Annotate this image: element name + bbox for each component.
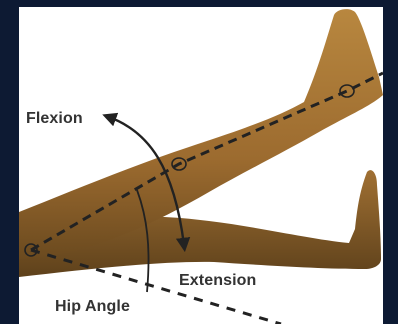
flexion-label: Flexion <box>26 110 83 128</box>
extension-label: Extension <box>179 272 256 290</box>
hip-angle-label: Hip Angle <box>55 298 130 316</box>
diagram-panel: Flexion Extension Hip Angle <box>19 7 383 324</box>
